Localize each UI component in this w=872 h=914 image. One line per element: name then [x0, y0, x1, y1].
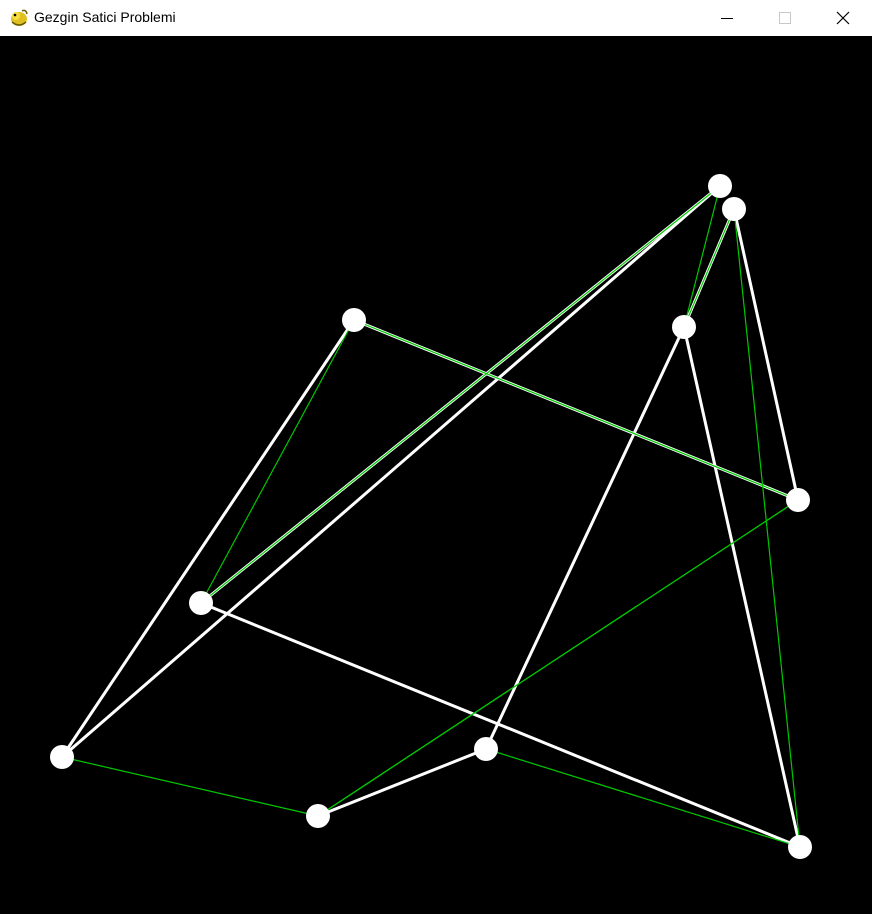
maximize-icon — [779, 12, 791, 24]
current-route-segment — [732, 208, 800, 501]
title-bar[interactable]: Gezgin Satici Problemi — [0, 0, 872, 36]
minimize-icon — [721, 18, 733, 19]
best-route-segment — [485, 748, 801, 848]
city-node — [474, 737, 498, 761]
tsp-canvas[interactable] — [0, 36, 872, 914]
minimize-button[interactable] — [698, 0, 756, 36]
best-route-segment — [683, 208, 735, 328]
best-route-segment — [200, 319, 355, 604]
city-node — [306, 804, 330, 828]
city-node — [786, 488, 810, 512]
best-route-segment — [733, 208, 801, 848]
close-button[interactable] — [814, 0, 872, 36]
current-route-segment — [682, 326, 802, 848]
best-route-segment — [683, 185, 721, 328]
city-node — [788, 835, 812, 859]
current-route-segment — [60, 319, 356, 758]
python-snake-icon — [11, 9, 28, 26]
close-icon — [836, 11, 850, 25]
current-route-segment — [484, 326, 686, 750]
best-route-segment — [353, 319, 799, 501]
city-node — [722, 197, 746, 221]
city-node — [672, 315, 696, 339]
city-node — [50, 745, 74, 769]
current-route-segment — [61, 184, 721, 759]
current-route-segment — [200, 601, 801, 849]
current-route-segment — [317, 747, 487, 818]
best-route-segment — [317, 499, 799, 817]
maximize-button[interactable] — [756, 0, 814, 36]
best-route-segment — [200, 185, 721, 604]
city-node — [708, 174, 732, 198]
best-route-segment — [61, 756, 319, 817]
tsp-drawing — [50, 174, 812, 859]
city-node — [189, 591, 213, 615]
window-title: Gezgin Satici Problemi — [34, 9, 176, 25]
city-node — [342, 308, 366, 332]
